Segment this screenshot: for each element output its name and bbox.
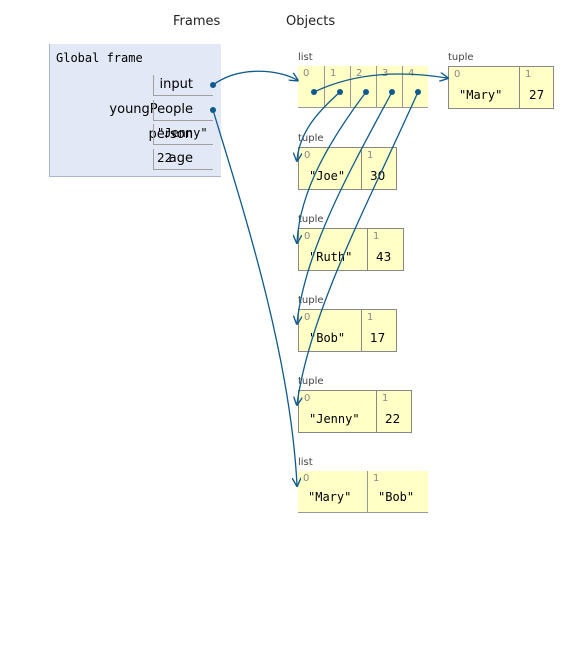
frames-header: Frames [173, 14, 221, 29]
tuple-mary-value-0: "Mary" [459, 88, 503, 102]
list-young-cell-0: 0 "Mary" [298, 471, 367, 513]
tuple-mary-label: tuple [448, 52, 474, 63]
list-young-index-1: 1 [373, 473, 380, 484]
list-input-cell-2: 2 [350, 66, 376, 108]
tuple-mary-cell-1: 1 27 [519, 67, 553, 108]
var-name-youngpeople: youngPeople [109, 102, 193, 117]
tuple-mary-object: 0 "Mary" 1 27 [448, 66, 554, 109]
arrow-input-to-list [212, 70, 297, 86]
tuple-jenny-value-1: 22 [385, 412, 401, 426]
global-frame: Global frame [49, 44, 221, 177]
tuple-bob-index-1: 1 [367, 312, 374, 323]
list-input-object: 0 1 2 3 4 [298, 66, 428, 108]
tuple-jenny-index-1: 1 [382, 393, 389, 404]
tuple-jenny-object: 0 "Jenny" 1 22 [298, 390, 412, 433]
tuple-ruth-index-1: 1 [373, 231, 380, 242]
var-name-person: person [148, 127, 193, 142]
tuple-joe-cell-1: 1 30 [361, 148, 396, 189]
arrow-youngpeople-to-list [212, 109, 297, 485]
tuple-bob-value-1: 17 [370, 331, 386, 345]
tuple-ruth-label: tuple [298, 214, 324, 225]
tuple-ruth-cell-0: 0 "Ruth" [299, 229, 367, 270]
tuple-ruth-object: 0 "Ruth" 1 43 [298, 228, 404, 271]
tuple-jenny-label: tuple [298, 376, 324, 387]
var-name-input: input [159, 77, 193, 92]
objects-header: Objects [286, 14, 336, 29]
list-input-label: list [298, 52, 313, 63]
tuple-joe-value-1: 30 [370, 169, 386, 183]
arrow-list3-to-bob [297, 91, 393, 323]
tuple-ruth-value-1: 43 [376, 250, 392, 264]
var-value-age: 22 [153, 149, 213, 170]
var-name-age: age [168, 151, 193, 166]
tuple-mary-index-1: 1 [525, 69, 532, 80]
tuple-bob-label: tuple [298, 295, 324, 306]
var-value-input [153, 75, 213, 96]
tuple-ruth-value-0: "Ruth" [309, 250, 353, 264]
list-input-index-3: 3 [382, 68, 389, 79]
tuple-mary-cell-0: 0 "Mary" [449, 67, 519, 108]
var-value-person: "Jenny" [153, 124, 213, 145]
tuple-bob-cell-0: 0 "Bob" [299, 310, 361, 351]
list-young-label: list [298, 457, 313, 468]
tuple-ruth-cell-1: 1 43 [367, 229, 403, 270]
tuple-mary-value-1: 27 [529, 88, 545, 102]
list-input-cell-4: 4 [402, 66, 428, 108]
tuple-bob-object: 0 "Bob" 1 17 [298, 309, 397, 352]
list-input-index-2: 2 [356, 68, 363, 79]
tuple-jenny-cell-0: 0 "Jenny" [299, 391, 376, 432]
list-young-object: 0 "Mary" 1 "Bob" [298, 471, 428, 513]
tuple-jenny-value-0: "Jenny" [309, 412, 360, 426]
tuple-joe-cell-0: 0 "Joe" [299, 148, 361, 189]
tuple-bob-cell-1: 1 17 [361, 310, 396, 351]
tuple-ruth-index-0: 0 [304, 231, 311, 242]
list-input-cell-1: 1 [324, 66, 350, 108]
global-frame-title: Global frame [56, 51, 143, 65]
tuple-mary-index-0: 0 [454, 69, 461, 80]
list-young-index-0: 0 [303, 473, 310, 484]
tuple-joe-label: tuple [298, 133, 324, 144]
tuple-joe-object: 0 "Joe" 1 30 [298, 147, 397, 190]
tuple-jenny-cell-1: 1 22 [376, 391, 411, 432]
tuple-jenny-index-0: 0 [304, 393, 311, 404]
tuple-bob-value-0: "Bob" [309, 331, 346, 345]
list-input-cell-3: 3 [376, 66, 402, 108]
var-value-youngpeople [153, 100, 213, 121]
list-young-value-1: "Bob" [378, 490, 415, 504]
tuple-joe-index-1: 1 [367, 150, 374, 161]
tuple-joe-index-0: 0 [304, 150, 311, 161]
list-young-cell-1: 1 "Bob" [367, 471, 428, 513]
list-input-index-4: 4 [408, 68, 415, 79]
list-input-index-0: 0 [303, 68, 310, 79]
tuple-joe-value-0: "Joe" [309, 169, 346, 183]
list-young-value-0: "Mary" [308, 490, 352, 504]
list-input-cell-0: 0 [298, 66, 324, 108]
tuple-bob-index-0: 0 [304, 312, 311, 323]
list-input-index-1: 1 [330, 68, 337, 79]
